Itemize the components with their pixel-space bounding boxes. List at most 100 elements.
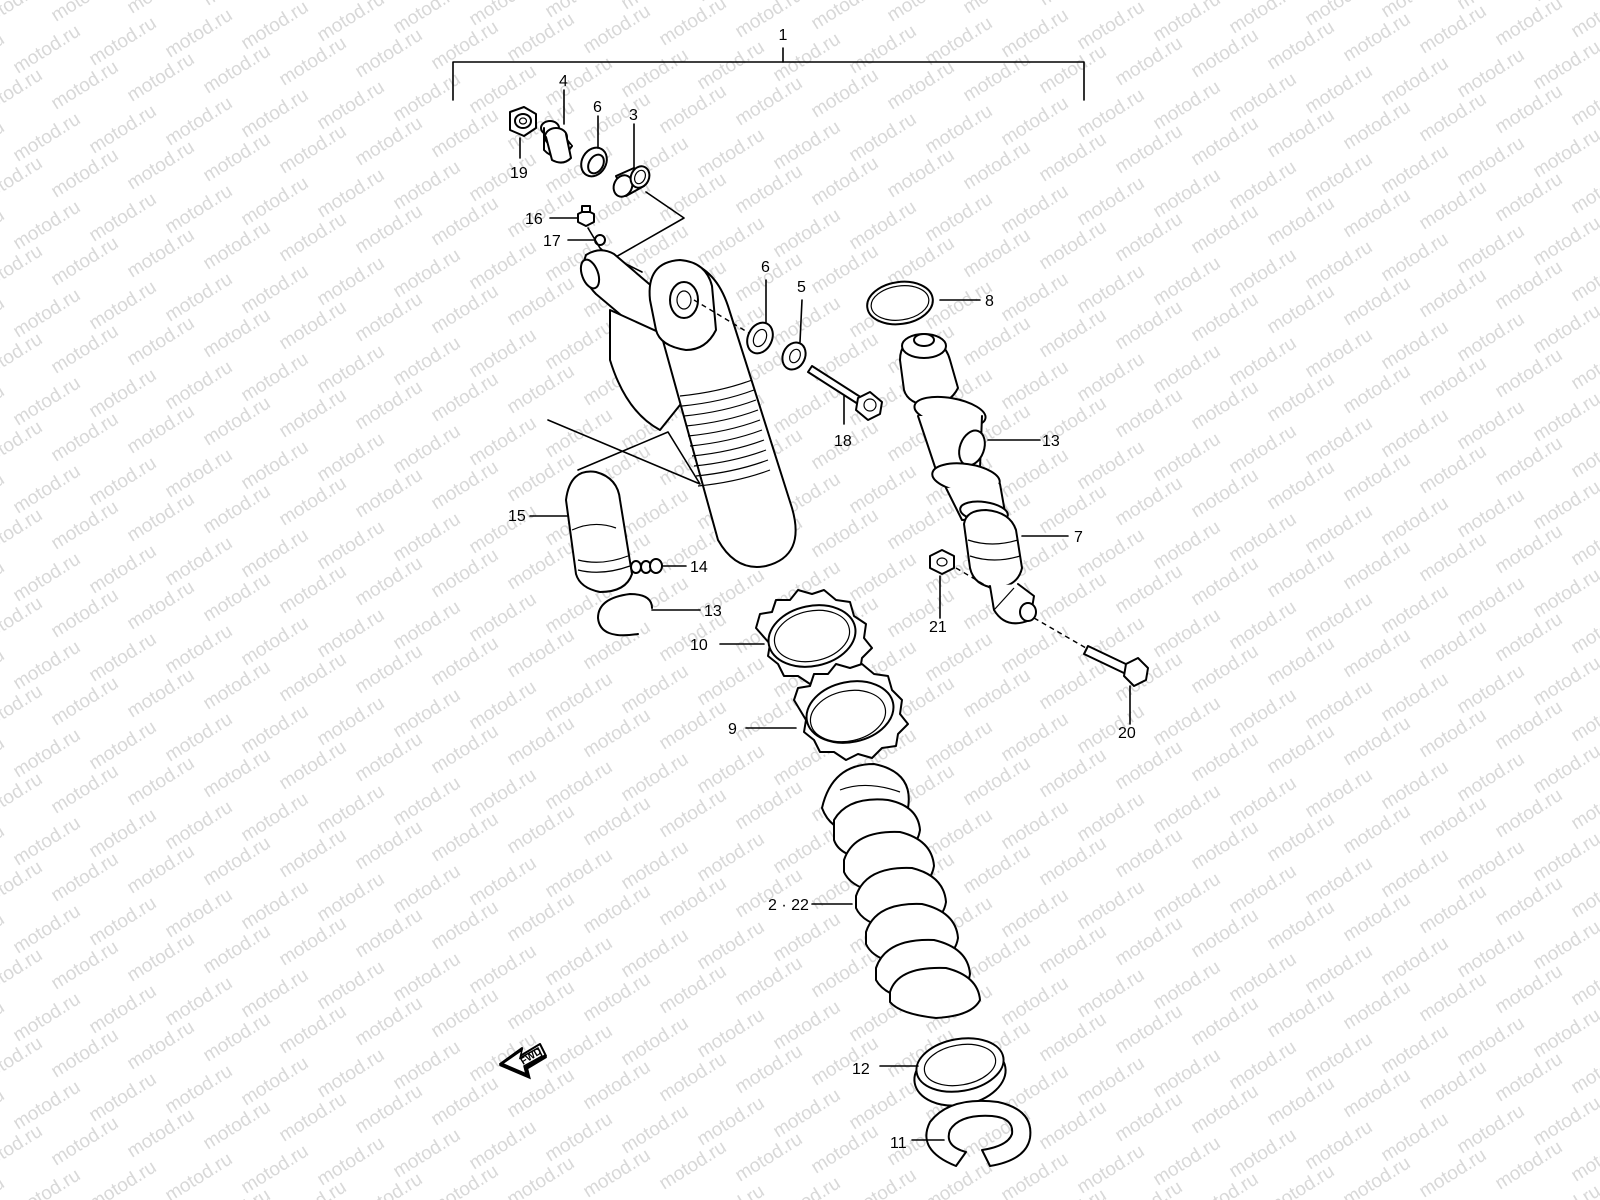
watermark-text: motod.ru — [1188, 1169, 1263, 1200]
watermark-text: motod.ru — [1378, 53, 1453, 111]
part-15-reservoir[interactable] — [565, 470, 633, 593]
part-1-shock-body[interactable] — [577, 249, 797, 568]
watermark-text: motod.ru — [1112, 473, 1187, 531]
watermark-text: motod.ru — [314, 1133, 389, 1191]
watermark-text: motod.ru — [200, 1009, 275, 1067]
watermark-text: motod.ru — [48, 1113, 123, 1171]
watermark-text: motod.ru — [1530, 125, 1600, 183]
part-16-screw[interactable] — [577, 205, 595, 227]
part-11-seat-clip[interactable] — [925, 1099, 1032, 1167]
watermark-text: motod.ru — [1492, 257, 1567, 315]
watermark-text: motod.ru — [846, 1077, 921, 1135]
part-9-adjuster-nut[interactable] — [793, 663, 909, 761]
part-21-nut[interactable] — [929, 549, 955, 575]
watermark-text: motod.ru — [1074, 701, 1149, 759]
watermark-text: motod.ru — [732, 953, 807, 1011]
watermark-text: motod.ru — [1188, 289, 1263, 347]
watermark-text: motod.ru — [1264, 457, 1339, 515]
part-14-valve[interactable] — [630, 558, 663, 574]
watermark-text: motod.ru — [656, 1049, 731, 1107]
watermark-text: motod.ru — [884, 57, 959, 115]
watermark-text: motod.ru — [466, 1117, 541, 1175]
watermark-text: motod.ru — [1226, 69, 1301, 127]
part-8-o-ring[interactable] — [864, 278, 935, 329]
label-21: 21 — [929, 619, 947, 636]
watermark-text: motod.ru — [504, 273, 579, 331]
watermark-text: motod.ru — [162, 1061, 237, 1119]
watermark-text: motod.ru — [808, 65, 883, 123]
watermark-text: motod.ru — [1112, 737, 1187, 795]
label-5: 5 — [797, 279, 806, 296]
label-3: 3 — [629, 107, 638, 124]
watermark-text: motod.ru — [466, 853, 541, 911]
watermark-text: motod.ru — [162, 533, 237, 591]
watermark-text: motod.ru — [1188, 201, 1263, 259]
watermark-text: motod.ru — [1530, 829, 1600, 887]
bolt-axis — [1033, 617, 1087, 649]
watermark-text: motod.ru — [1302, 1029, 1377, 1087]
watermark-text: motod.ru — [1112, 385, 1187, 443]
watermark-text: motod.ru — [162, 5, 237, 63]
watermark-text: motod.ru — [390, 773, 465, 831]
watermark-text: motod.ru — [162, 181, 237, 239]
part-4-collar[interactable] — [540, 120, 573, 164]
watermark-text: motod.ru — [276, 561, 351, 619]
label-9: 9 — [728, 721, 737, 738]
part-3-bearing[interactable] — [610, 163, 653, 200]
watermark-text: motod.ru — [200, 0, 275, 10]
part-12-spring-seat[interactable] — [909, 1032, 1010, 1113]
watermark-text: motod.ru — [124, 0, 199, 18]
watermark-text: motod.ru — [428, 17, 503, 75]
part-6-seal-mid[interactable] — [742, 318, 777, 357]
label-14: 14 — [690, 559, 708, 576]
watermark-text: motod.ru — [1036, 833, 1111, 891]
part-19-nut[interactable] — [509, 106, 537, 137]
watermark-text: motod.ru — [808, 1033, 883, 1091]
watermark-text: motod.ru — [1264, 281, 1339, 339]
watermark-text: motod.ru — [504, 537, 579, 595]
watermark-text: motod.ru — [1226, 1125, 1301, 1183]
label-18: 18 — [834, 433, 852, 450]
watermark-text: motod.ru — [1568, 777, 1600, 835]
watermark-text: motod.ru — [1036, 745, 1111, 803]
watermark-text: motod.ru — [770, 1085, 845, 1143]
watermark-text: motod.ru — [10, 197, 85, 255]
watermark-text: motod.ru — [808, 505, 883, 563]
watermark-text: motod.ru — [428, 369, 503, 427]
watermark-text: motod.ru — [1340, 185, 1415, 243]
watermark-text: motod.ru — [314, 957, 389, 1015]
watermark-text: motod.ru — [504, 361, 579, 419]
watermark-text: motod.ru — [732, 777, 807, 835]
part-5-washer[interactable] — [778, 339, 810, 374]
watermark-text: motod.ru — [1378, 669, 1453, 727]
watermark-text: motod.ru — [656, 0, 731, 50]
part-2-22-spring[interactable] — [821, 763, 981, 1019]
watermark-text: motod.ru — [238, 701, 313, 759]
part-20-bolt[interactable] — [1083, 645, 1149, 687]
watermark-text: motod.ru — [694, 1181, 769, 1200]
part-10-lock-nut[interactable] — [755, 589, 873, 685]
watermark-text: motod.ru — [732, 0, 807, 42]
watermark-text: motod.ru — [1302, 325, 1377, 383]
watermark-text: motod.ru — [86, 453, 161, 511]
watermark-text: motod.ru — [200, 129, 275, 187]
part-18-bolt[interactable] — [807, 365, 883, 421]
part-13-rod-assembly[interactable] — [899, 333, 1009, 525]
watermark-text: motod.ru — [1150, 429, 1225, 487]
watermark-text: motod.ru — [466, 413, 541, 471]
watermark-text: motod.ru — [1036, 657, 1111, 715]
watermark-text: motod.ru — [846, 1165, 921, 1200]
watermark-text: motod.ru — [656, 785, 731, 843]
part-6-seal-upper[interactable] — [576, 143, 612, 181]
watermark-text: motod.ru — [732, 1129, 807, 1187]
watermark-text: motod.ru — [352, 1169, 427, 1200]
watermark-text: motod.ru — [998, 357, 1073, 415]
watermark-text: motod.ru — [352, 25, 427, 83]
watermark-text: motod.ru — [200, 833, 275, 891]
watermark-text: motod.ru — [238, 789, 313, 847]
part-13-circlip-left[interactable] — [597, 593, 653, 637]
watermark-text: motod.ru — [238, 0, 313, 54]
watermark-text: motod.ru — [618, 925, 693, 983]
watermark-text: motod.ru — [276, 209, 351, 267]
part-7-clevis[interactable] — [963, 509, 1037, 625]
